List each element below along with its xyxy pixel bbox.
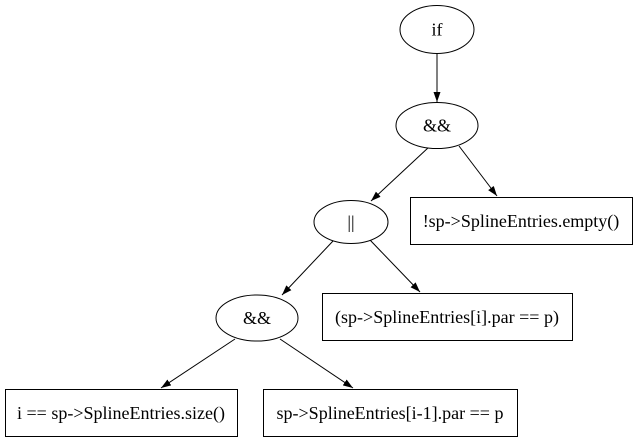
edge-and-top-to-not-empty-line: [458, 145, 498, 197]
node-and-top: &&: [395, 102, 479, 149]
node-par-eq-label: (sp->SplineEntries[i].par == p): [335, 307, 559, 328]
node-if: if: [399, 5, 475, 54]
edge-and-bottom-to-size-eq-line: [160, 338, 236, 389]
node-or-label: ||: [347, 212, 354, 232]
edge-and-top-to-not-empty: [458, 145, 498, 197]
node-if-label: if: [432, 20, 443, 40]
node-not-empty: !sp->SplineEntries.empty(): [410, 197, 633, 245]
node-par-eq-shape: [322, 293, 573, 341]
node-prev-par-eq-shape: [263, 389, 518, 437]
node-size-eq-label: i == sp->SplineEntries.size(): [17, 403, 225, 424]
node-if-shape: [399, 5, 475, 54]
edge-and-top-to-or-line: [370, 146, 430, 202]
edge-or-to-par-eq: [369, 239, 421, 293]
node-and-top-shape: [395, 102, 479, 149]
edge-and-bottom-to-prev-par-eq-line: [279, 338, 354, 389]
node-and-bottom: &&: [215, 294, 299, 342]
node-not-empty-label: !sp->SplineEntries.empty(): [423, 211, 620, 232]
node-or: ||: [313, 200, 389, 244]
node-and-top-label: &&: [423, 116, 451, 136]
node-and-bottom-label: &&: [243, 308, 271, 328]
node-not-empty-shape: [410, 197, 633, 245]
edge-or-to-and-bottom: [281, 240, 334, 296]
node-or-shape: [313, 200, 389, 244]
edge-and-top-to-or: [370, 146, 430, 202]
node-prev-par-eq: sp->SplineEntries[i-1].par == p: [263, 389, 518, 437]
node-size-eq: i == sp->SplineEntries.size(): [5, 389, 238, 437]
node-par-eq: (sp->SplineEntries[i].par == p): [322, 293, 573, 341]
edge-and-bottom-to-size-eq: [160, 338, 236, 389]
node-and-bottom-shape: [215, 294, 299, 342]
edge-and-bottom-to-prev-par-eq: [279, 338, 354, 389]
edge-or-to-par-eq-line: [369, 239, 421, 293]
edge-or-to-and-bottom-line: [281, 240, 334, 296]
node-prev-par-eq-label: sp->SplineEntries[i-1].par == p: [277, 403, 504, 423]
node-size-eq-shape: [5, 389, 238, 437]
